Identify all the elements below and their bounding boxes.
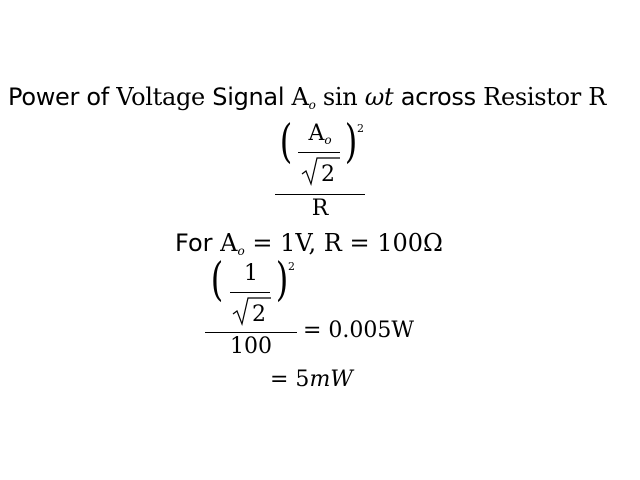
fraction2-result: = 0.005W — [303, 318, 415, 343]
title-power-of: Power of — [8, 83, 117, 111]
title-resistor: Resistor R — [483, 83, 607, 111]
fraction2-inner-bar — [230, 292, 270, 293]
for-line: For Ao = 1V, R = 100Ω — [175, 229, 443, 265]
title-omega-t: ωt — [364, 83, 394, 111]
fraction1-sqrt-arg: 2 — [321, 162, 335, 187]
sqrt-radical-sign — [301, 157, 340, 187]
title-sin: sin — [315, 83, 365, 111]
fraction1-inner-bar — [298, 152, 340, 153]
fraction1-amplitude: A — [308, 121, 325, 146]
fraction2-denominator: 100 — [230, 334, 272, 359]
fraction1-amplitude-subscript: o — [324, 133, 332, 147]
final-equals: = 5 — [270, 367, 310, 392]
title-amplitude: A — [291, 83, 309, 111]
for-prefix: For — [175, 229, 221, 257]
title-amplitude-subscript: o — [308, 98, 316, 112]
fraction2-left-paren: ( — [210, 252, 224, 306]
fraction1-denominator: R — [311, 196, 329, 221]
title-voltage: Voltage — [116, 83, 205, 111]
final-unit: mW — [309, 367, 353, 392]
fraction2-inner-numerator: 1 — [244, 261, 258, 286]
fraction2-exponent: 2 — [288, 260, 295, 273]
for-amplitude-subscript: o — [237, 244, 245, 258]
fraction1-inner-numerator: Ao — [300, 122, 340, 152]
final-line: = 5mW — [270, 367, 353, 393]
title-line: Power of Voltage Signal Ao sin ωt across… — [8, 83, 606, 119]
fraction2-sqrt-arg: 2 — [252, 302, 266, 327]
sqrt-radical-sign — [232, 297, 271, 327]
fraction2-bar — [205, 332, 297, 333]
fraction1-left-paren: ( — [279, 114, 293, 168]
for-amplitude: A — [220, 229, 238, 257]
fraction1-sqrt: 2 — [301, 157, 340, 187]
fraction1-right-paren: ) — [344, 114, 358, 168]
title-signal: Signal — [204, 83, 292, 111]
title-across: across — [393, 83, 484, 111]
fraction1-exponent: 2 — [357, 122, 364, 135]
fraction1-bar — [275, 194, 365, 195]
fraction2-right-paren: ) — [275, 252, 289, 306]
for-values: = 1V, R = 100Ω — [244, 229, 443, 257]
fraction2-sqrt: 2 — [232, 297, 271, 327]
